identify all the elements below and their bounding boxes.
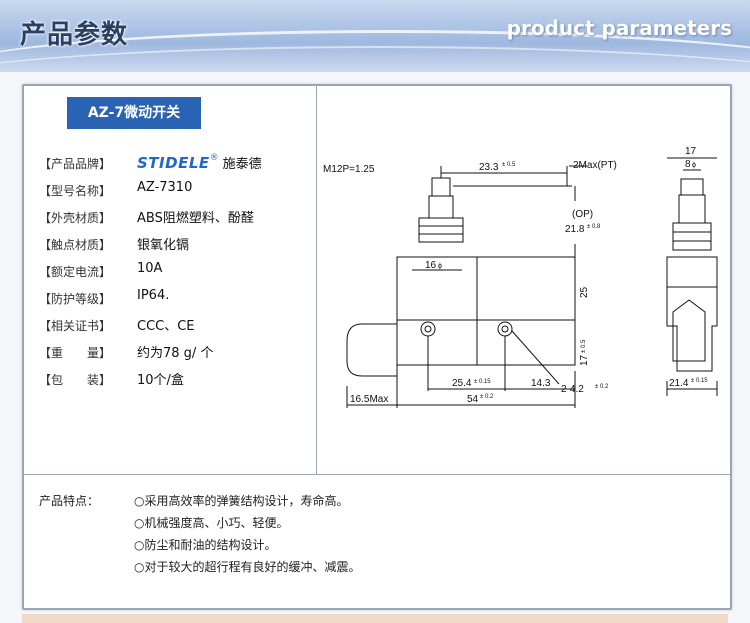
- spec-value: ABS阻燃塑料、酚醛: [137, 211, 254, 226]
- mount-hole-left-inner: [424, 325, 432, 333]
- mount-hole-right: [497, 321, 513, 337]
- page-title: 产品参数: [20, 20, 129, 50]
- dimension-drawing: M12P=1.25 23.3 ± 0.5 2Max(PT) (OP) 21.8 …: [323, 146, 718, 408]
- switch-body-upper: [396, 256, 576, 321]
- spec-label: 【额定电流】: [39, 265, 112, 279]
- label-17v: 17: [579, 354, 590, 366]
- label-side8: 8: [685, 159, 691, 170]
- side-body: [666, 286, 718, 372]
- cable-gland: [346, 323, 398, 377]
- column-divider: [316, 86, 317, 474]
- spec-label: 【外壳材质】: [39, 211, 112, 225]
- label-side17: 17: [685, 146, 697, 157]
- label-side214: 21.4: [669, 378, 689, 389]
- spec-label: 【重 量】: [39, 346, 112, 360]
- tol-54: ± 0.2: [480, 394, 494, 400]
- brand-cn: 施泰德: [222, 157, 262, 172]
- tol-side214: ± 0.15: [691, 378, 708, 384]
- spec-value: CCC、CE: [137, 319, 195, 334]
- tol-17v: ± 0.5: [581, 339, 587, 353]
- tol-op: ± 0.8: [587, 224, 601, 230]
- sym-16: ϕ: [438, 263, 442, 270]
- spec-value: 10A: [137, 261, 163, 276]
- spec-value: AZ-7310: [137, 180, 193, 195]
- label-143: 14.3: [531, 378, 551, 389]
- brand-value: STIDELE®施泰德: [137, 153, 262, 172]
- label-holes: 2-4.2: [561, 384, 584, 395]
- feature-item: ○防尘和耐油的结构设计。: [134, 538, 277, 552]
- side-body-top: [666, 256, 718, 288]
- side-gland: [672, 299, 706, 362]
- spec-label: 【防护等级】: [39, 292, 112, 306]
- side-plunger: [678, 194, 706, 224]
- feature-item: ○采用高效率的弹簧结构设计，寿命高。: [134, 494, 349, 508]
- mount-hole-left: [420, 321, 436, 337]
- header-banner: 产品参数 product parameters: [0, 0, 750, 72]
- nut-lower: [418, 233, 464, 243]
- label-op-val: 21.8: [565, 224, 585, 235]
- spec-value: 10个/盒: [137, 373, 184, 388]
- label-165: 16.5Max: [350, 394, 388, 405]
- nut-middle: [418, 225, 464, 235]
- switch-body-lower: [396, 319, 576, 366]
- label-25: 25: [579, 286, 590, 298]
- label-thread: M12P=1.25: [323, 164, 375, 175]
- spec-value: 银氧化镉: [137, 238, 190, 253]
- spec-card: AZ-7微动开关 【产品品牌】 STIDELE®施泰德 【型号名称】 AZ-73…: [22, 84, 732, 610]
- tol-254: ± 0.15: [474, 379, 491, 385]
- plunger-shaft: [428, 195, 454, 219]
- label-23: 23.3: [479, 162, 499, 173]
- feature-item: ○机械强度高、小巧、轻便。: [134, 516, 289, 530]
- feature-item: ○对于较大的超行程有良好的缓冲、减震。: [134, 560, 361, 574]
- spec-value: 约为78 g/ 个: [137, 346, 214, 361]
- plunger-cap: [431, 177, 451, 197]
- label-pt: 2Max(PT): [573, 160, 617, 171]
- label-54: 54: [467, 394, 479, 405]
- registered-mark: ®: [209, 153, 219, 163]
- brand-logo: STIDELE: [137, 154, 210, 172]
- leader-holes: [511, 330, 560, 385]
- banner-swoosh: [0, 46, 750, 72]
- banner-swoosh: [0, 30, 750, 72]
- spec-label: 【触点材质】: [39, 238, 112, 252]
- sym-side8: ϕ: [692, 162, 696, 169]
- section-divider: [24, 474, 730, 475]
- spec-label: 【型号名称】: [39, 184, 112, 198]
- feature-title: 产品特点：: [39, 494, 100, 508]
- model-tag: AZ-7微动开关: [67, 97, 201, 129]
- side-nut: [672, 240, 712, 251]
- side-nut: [672, 231, 712, 242]
- spec-value: IP64.: [137, 288, 170, 303]
- nut-upper: [418, 217, 464, 227]
- spec-label: 【包 装】: [39, 373, 112, 387]
- tol-23: ± 0.5: [502, 162, 516, 168]
- mount-hole-right-inner: [501, 325, 509, 333]
- tol-holes: ± 0.2: [595, 384, 609, 390]
- label-16: 16: [425, 260, 437, 271]
- label-op: (OP): [572, 209, 593, 220]
- side-nut: [672, 222, 712, 233]
- bottom-strip: [22, 614, 728, 623]
- side-plunger-cap: [680, 178, 704, 196]
- spec-label: 【产品品牌】: [39, 157, 112, 171]
- page-subtitle: product parameters: [506, 16, 732, 40]
- label-254: 25.4: [452, 378, 472, 389]
- spec-label: 【相关证书】: [39, 319, 112, 333]
